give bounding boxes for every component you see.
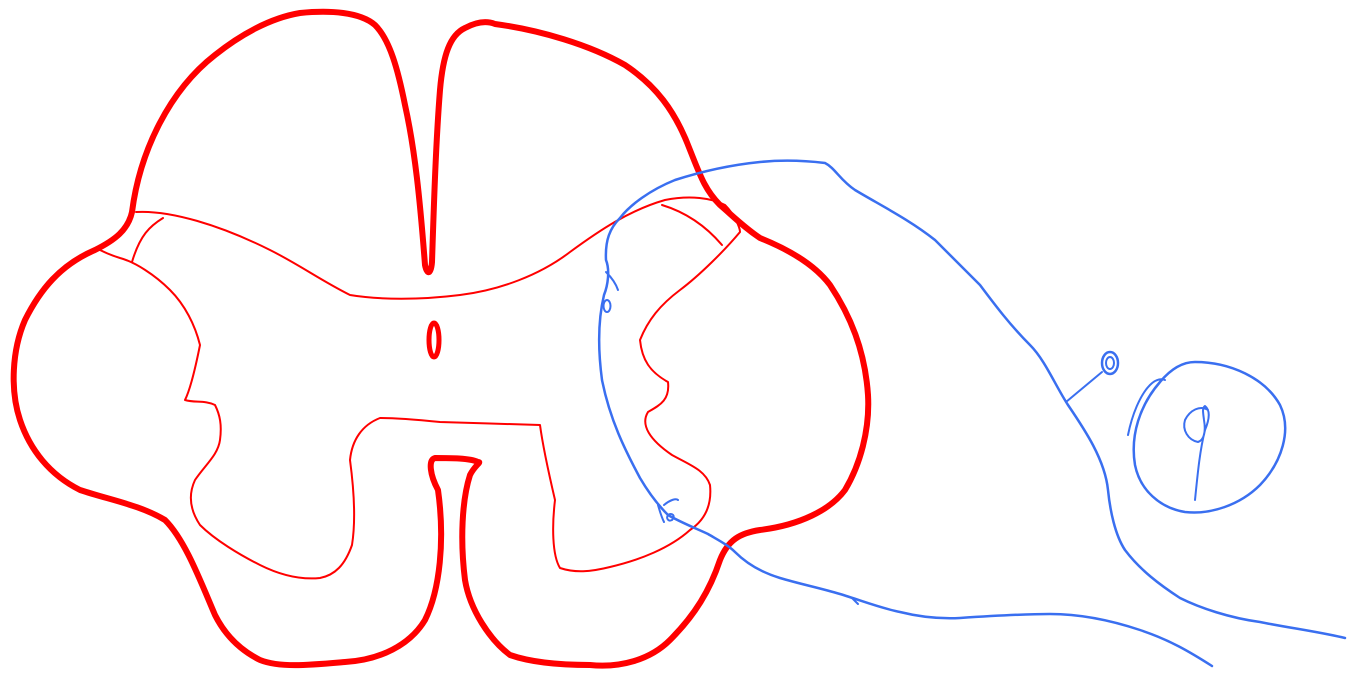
ganglion-circle-icon: [1134, 362, 1285, 513]
receptor-ending: [1102, 352, 1118, 374]
dorsal-horn-left-edge: [132, 218, 163, 262]
peripheral-branch: [1066, 372, 1102, 402]
synapse-dot-upper: [604, 300, 611, 312]
ganglion-left-arc: [1128, 379, 1165, 435]
sensory-neuron-central-process: [599, 161, 1345, 666]
dorsal-horn-right-edge: [662, 205, 722, 245]
grey-matter-outline: [100, 198, 740, 579]
receptor-ending-inner: [1106, 357, 1114, 369]
ganglion-cell-body: [1184, 406, 1209, 500]
central-canal: [429, 323, 439, 357]
